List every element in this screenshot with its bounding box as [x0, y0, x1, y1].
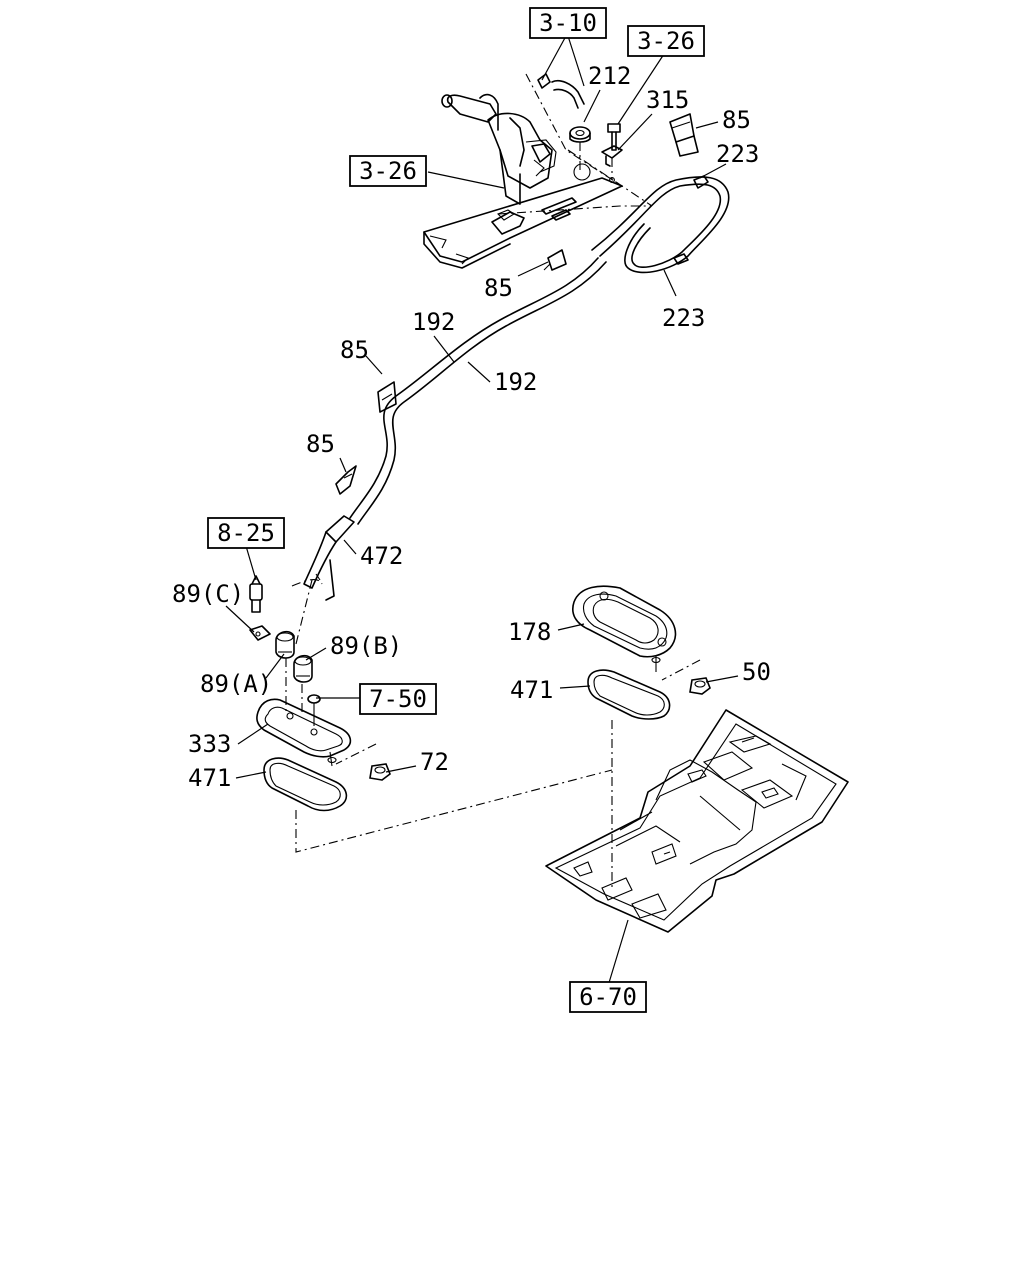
label-315: 315 [646, 86, 689, 114]
part-3-10-hose [537, 73, 585, 109]
switch-89c [249, 575, 271, 641]
label-85-lower: 85 [306, 430, 335, 458]
label-472: 472 [360, 542, 403, 570]
part-85-clip-lower [335, 465, 357, 495]
part-50-nut [689, 677, 711, 695]
leader-lines [225, 35, 739, 987]
ref-8-25-text: 8-25 [217, 519, 275, 547]
part-471-gasket-right [587, 669, 671, 720]
label-223-top: 223 [716, 140, 759, 168]
label-223-bottom: 223 [662, 304, 705, 332]
part-471-gasket-left [263, 757, 348, 812]
ref-7-50-text: 7-50 [369, 685, 427, 713]
part-472-boot [303, 515, 355, 601]
switch-89b [293, 654, 313, 683]
floor-panel [545, 709, 849, 933]
label-85-top: 85 [722, 106, 751, 134]
label-178: 178 [508, 618, 551, 646]
label-50: 50 [742, 658, 771, 686]
part-3-26-bolt [601, 123, 623, 167]
label-212: 212 [588, 62, 631, 90]
part-85-clip-top [669, 113, 699, 157]
part-178-cover [572, 585, 677, 672]
label-192-bottom: 192 [494, 368, 537, 396]
part-85-clip-mid [543, 249, 567, 271]
label-72: 72 [420, 748, 449, 776]
shift-lever-housing [441, 93, 557, 205]
label-192-top: 192 [412, 308, 455, 336]
ref-box-7-50[interactable]: 7-50 [359, 683, 437, 715]
ref-box-6-70[interactable]: 6-70 [569, 981, 647, 1013]
label-333: 333 [188, 730, 231, 758]
label-85-left: 85 [340, 336, 369, 364]
label-89a: 89(A) [200, 670, 272, 698]
ref-3-10-text: 3-10 [539, 9, 597, 37]
label-89b: 89(B) [330, 632, 402, 660]
cable-192 [349, 257, 607, 525]
part-333-plate [256, 698, 352, 767]
part-212-grommet [569, 126, 591, 143]
part-85-clip-left [377, 381, 397, 413]
ref-box-3-26-top[interactable]: 3-26 [627, 25, 705, 57]
lever-base-plate [423, 163, 623, 269]
ref-3-26-left-text: 3-26 [359, 157, 417, 185]
label-471-left: 471 [188, 764, 231, 792]
part-72-nut [369, 763, 391, 781]
label-85-mid: 85 [484, 274, 513, 302]
switch-89a [275, 630, 295, 659]
label-89c: 89(C) [172, 580, 244, 608]
ref-6-70-text: 6-70 [579, 983, 637, 1011]
ref-box-3-26-left[interactable]: 3-26 [349, 155, 427, 187]
part-7-50-bolt [307, 694, 321, 726]
ref-3-26-top-text: 3-26 [637, 27, 695, 55]
label-471-right: 471 [510, 676, 553, 704]
ref-box-3-10[interactable]: 3-10 [529, 7, 607, 39]
ref-box-8-25[interactable]: 8-25 [207, 517, 285, 549]
assembly-lines [285, 73, 701, 888]
